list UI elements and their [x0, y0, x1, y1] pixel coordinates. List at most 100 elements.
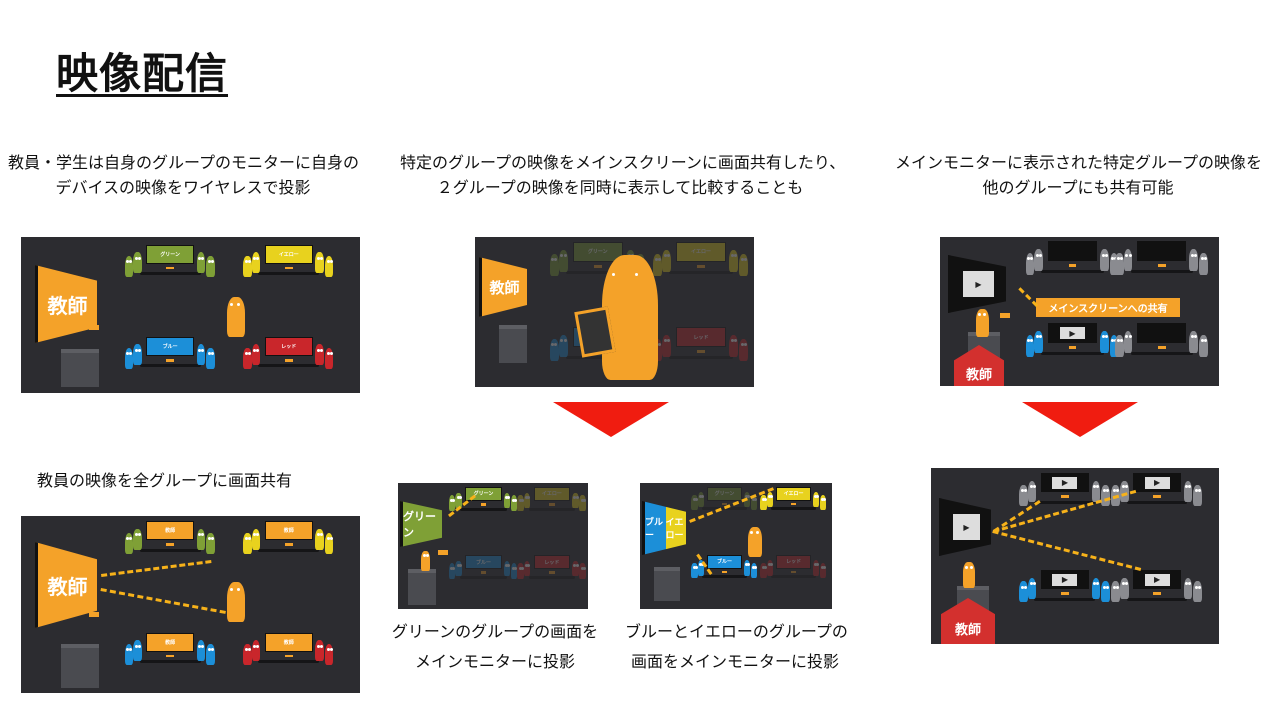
- student-figure: [1091, 577, 1101, 599]
- group-monitor: [1048, 241, 1097, 261]
- group-monitor: ブルー: [465, 554, 502, 570]
- projector-icon: [696, 350, 705, 354]
- projector-icon: [285, 654, 293, 658]
- teacher-figure: [748, 527, 762, 557]
- group-station: 教師: [123, 521, 218, 592]
- projector-icon: [480, 571, 487, 574]
- projector-icon: [1153, 591, 1161, 595]
- student-figure: [1027, 480, 1037, 502]
- group-monitor: グリーン: [572, 241, 623, 262]
- projector-icon: [89, 325, 99, 330]
- illustration-group-projection: 教師グリーンイエローブルーレッド: [21, 237, 360, 393]
- student-figure: [812, 560, 820, 576]
- student-figure: [760, 495, 767, 511]
- teacher-podium: [61, 644, 99, 688]
- student-figure: [133, 344, 142, 366]
- student-figure: [743, 492, 751, 508]
- student-figure: [1025, 253, 1035, 275]
- main-screen: [948, 255, 1006, 313]
- student-figure: [652, 253, 662, 276]
- group-table: [702, 574, 747, 578]
- group-monitor: [1041, 570, 1089, 590]
- student-figure: [448, 563, 456, 580]
- group-station: グリーン: [123, 244, 218, 316]
- student-figure: [133, 640, 142, 662]
- student-figure: [549, 253, 559, 276]
- student-figure: [1114, 335, 1124, 357]
- student-figure: [251, 344, 261, 366]
- student-figure: [739, 253, 749, 276]
- group-monitor: レッド: [533, 554, 570, 570]
- group-station: [1024, 241, 1122, 314]
- caption-line: 教員・学生は自身のグループのモニターに自身の: [8, 153, 360, 172]
- student-figure: [196, 640, 206, 662]
- group-monitor: レッド: [675, 327, 727, 348]
- projector-icon: [166, 543, 174, 546]
- group-table: [1034, 500, 1096, 504]
- student-figure: [661, 249, 671, 272]
- group-monitor: レッド: [265, 336, 313, 356]
- projector-icon: [549, 503, 555, 506]
- caption-green-projection: グリーンのグループの画面を メインモニターに投影: [390, 617, 600, 677]
- group-monitor: イエロー: [533, 486, 570, 502]
- group-monitor: グリーン: [465, 486, 502, 502]
- student-figure: [133, 528, 142, 550]
- projector-icon: [790, 570, 797, 573]
- student-figure: [766, 560, 774, 576]
- group-station: ブルー: [690, 554, 759, 607]
- student-figure: [1120, 577, 1129, 599]
- student-figure: [324, 644, 334, 666]
- group-monitor: イエロー: [265, 244, 313, 264]
- student-figure: [697, 492, 704, 508]
- student-figure: [206, 256, 215, 278]
- student-figure: [196, 252, 206, 274]
- group-monitor: [1137, 241, 1187, 261]
- group-station: [1024, 323, 1122, 386]
- projector-icon: [1157, 345, 1166, 349]
- group-table: [565, 270, 630, 274]
- caption-line: グリーンのグループの画面を: [391, 622, 599, 641]
- group-station: イエロー: [516, 486, 588, 541]
- group-station: グリーン: [690, 486, 759, 539]
- teacher-figure: [227, 582, 245, 622]
- group-table: [139, 548, 201, 552]
- student-figure: [579, 495, 586, 512]
- projector-icon: [790, 502, 797, 505]
- play-icon: [1052, 476, 1078, 489]
- projector-icon: [593, 264, 602, 268]
- group-table: [528, 507, 575, 511]
- split-screen-yellow: イエロー: [665, 501, 686, 555]
- teacher-podium: [499, 325, 527, 363]
- illustration-green-projection: グリーングリーンイエローブルーレッド: [398, 483, 588, 609]
- caption-teacher-share: 教員の映像を全グループに画面共有: [37, 471, 293, 490]
- student-figure: [455, 492, 462, 509]
- student-figure: [819, 495, 827, 511]
- projector-icon: [438, 550, 448, 555]
- student-figure: [251, 640, 261, 662]
- group-station: 教師: [241, 521, 336, 592]
- teacher-figure: [976, 309, 989, 337]
- student-figure: [1101, 581, 1110, 603]
- student-figure: [1025, 335, 1035, 357]
- play-icon: [963, 270, 994, 298]
- student-figure: [661, 335, 671, 358]
- student-figure: [1189, 249, 1198, 271]
- group-table: [528, 575, 575, 579]
- student-figure: [558, 249, 568, 272]
- student-figure: [124, 532, 134, 554]
- student-figure: [1123, 249, 1133, 271]
- teacher-figure: [421, 551, 430, 571]
- caption-line: ブルーとイエローのグループの: [625, 622, 848, 641]
- student-figure: [572, 560, 579, 577]
- group-table: [258, 548, 320, 552]
- projector-icon: [285, 266, 293, 270]
- student-figure: [124, 644, 134, 666]
- student-figure: [766, 492, 774, 508]
- student-figure: [243, 348, 252, 370]
- caption-line: ２グループの映像を同時に表示して比較することも: [436, 178, 804, 197]
- split-screen-blue: ブルー: [645, 501, 666, 555]
- group-monitor: [1048, 323, 1097, 343]
- student-figure: [691, 563, 698, 579]
- play-icon: [1144, 476, 1170, 489]
